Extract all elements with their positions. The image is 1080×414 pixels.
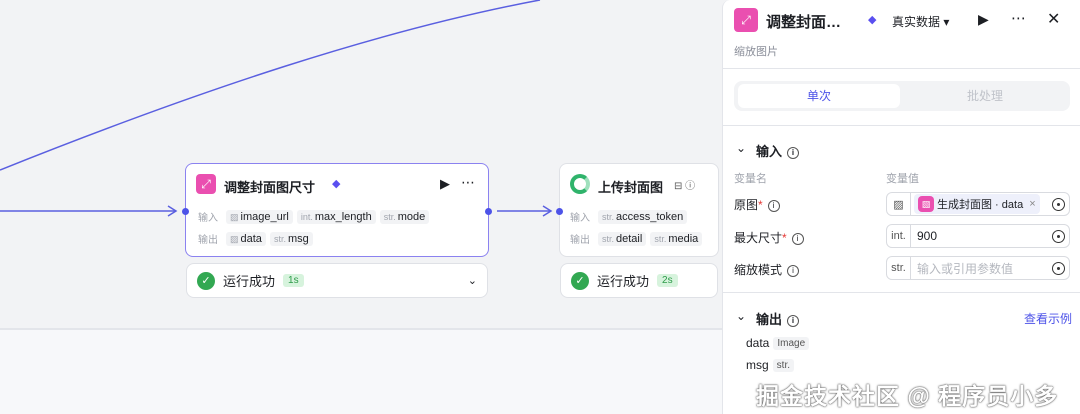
canvas-footer-area: [0, 328, 722, 414]
edges: [0, 0, 553, 217]
reference-target-icon[interactable]: [1052, 229, 1065, 243]
node-title: 上传封面图: [598, 180, 664, 195]
column-header-name: 变量名: [734, 173, 767, 185]
info-icon: i: [787, 314, 800, 327]
info-icon: i: [767, 199, 780, 212]
output-tag: str.detail: [598, 231, 647, 246]
arrow-head: [542, 205, 553, 217]
tab-single[interactable]: 单次: [738, 84, 900, 108]
param-image-field[interactable]: ▨ ▧生成封面图 · data×: [886, 192, 1070, 216]
output-tag: str.msg: [269, 231, 313, 246]
remove-reference-icon[interactable]: ×: [1029, 198, 1036, 210]
success-check-icon: ✓: [571, 271, 589, 290]
image-node-icon: ▧: [918, 196, 934, 212]
info-icon: i: [787, 146, 800, 159]
input-tag: ▨image_url: [226, 209, 293, 224]
panel-title: 调整封面…: [766, 14, 842, 31]
watermark: 掘金技术社区 @ 程序员小多: [756, 383, 1059, 409]
output-tag: str.media: [650, 231, 703, 246]
success-check-icon: ✓: [197, 271, 215, 290]
input-tag: str.mode: [379, 209, 430, 224]
param-label-image: 原图*i: [734, 196, 780, 213]
arrow-head: [167, 205, 178, 217]
plugin-icon: ⊟ ⓘ: [674, 181, 696, 192]
output-section-toggle[interactable]: ⌄: [736, 309, 747, 323]
reference-target-icon[interactable]: [1052, 197, 1065, 211]
view-example-link[interactable]: 查看示例: [1024, 312, 1073, 326]
node-resize-cover[interactable]: ⤢ 调整封面图尺寸 ◆ ▶ ⋯ 输入 ▨image_url int.max_le…: [182, 163, 492, 257]
run-icon[interactable]: ▶: [978, 11, 989, 27]
panel-subtitle: 缩放图片: [734, 46, 778, 58]
input-port[interactable]: [556, 208, 563, 215]
tab-batch[interactable]: 批处理: [966, 89, 1003, 103]
more-icon[interactable]: ⋯: [1011, 10, 1026, 27]
run-time-badge: 1s: [283, 274, 304, 287]
param-label-max-size: 最大尺寸*i: [734, 229, 804, 246]
node-upload-cover[interactable]: 上传封面图 ⊟ ⓘ 输入 str.access_token 输出 str.det…: [556, 163, 719, 257]
info-icon: i: [787, 264, 800, 277]
param-max-size-field[interactable]: int. 900: [886, 224, 1070, 248]
input-tag: int.max_length: [296, 209, 376, 224]
node1-status-bar[interactable]: ✓ 运行成功 1s ⌄: [186, 263, 488, 298]
reference-target-icon[interactable]: [1052, 261, 1065, 275]
input-port[interactable]: [182, 208, 189, 215]
premium-gem-icon: ◆: [868, 14, 877, 26]
node-title: 调整封面图尺寸: [224, 180, 316, 195]
premium-gem-icon: ◆: [332, 178, 341, 190]
chevron-down-icon[interactable]: ⌄: [467, 275, 477, 287]
input-label: 输入: [198, 213, 218, 224]
output-label: 输出: [198, 235, 218, 246]
run-icon[interactable]: ▶: [440, 176, 450, 191]
output-tag: ▨data: [226, 231, 266, 246]
node2-status-bar[interactable]: ✓ 运行成功 2s: [560, 263, 718, 298]
edge-curve: [0, 0, 541, 171]
reference-chip[interactable]: ▧生成封面图 · data×: [914, 194, 1040, 214]
info-icon: i: [791, 232, 804, 245]
resize-icon: ⤢: [196, 174, 216, 194]
input-tag: str.access_token: [598, 209, 688, 224]
input-section-toggle[interactable]: ⌄: [736, 141, 747, 155]
output-port[interactable]: [485, 208, 492, 215]
resize-icon: ⤢: [734, 8, 758, 32]
column-header-value: 变量值: [886, 173, 919, 185]
upload-plugin-icon: [570, 174, 590, 194]
image-type-icon: ▨: [887, 193, 911, 215]
status-text: 运行成功: [223, 274, 276, 289]
more-icon[interactable]: ⋯: [461, 174, 475, 190]
param-scale-mode-field[interactable]: str. 输入或引用参数值: [886, 256, 1070, 280]
close-icon[interactable]: ✕: [1047, 11, 1061, 28]
data-mode-dropdown[interactable]: 真实数据 ▾: [892, 15, 950, 29]
